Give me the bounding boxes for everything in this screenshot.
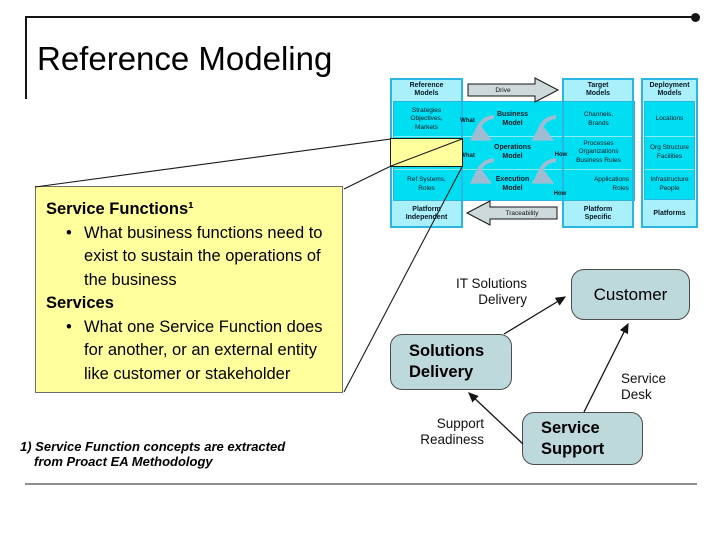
callout-heading-services: Services: [46, 294, 114, 312]
top-rule-line: [25, 16, 695, 18]
operations-model-cell: Operations Model: [494, 144, 531, 160]
row-separator-1: [394, 136, 634, 137]
what-label-1: What: [460, 118, 475, 124]
channels-brands-cell: Channels, Brands: [583, 111, 614, 127]
service-support-box: Service Support: [522, 412, 643, 465]
left-rule-line: [25, 16, 27, 99]
callout-text: What business functions need to: [84, 223, 323, 242]
callout-bullet-line: • What one Service Function does: [46, 316, 336, 340]
traceability-arrow-label: Traceability: [505, 209, 539, 217]
highlighted-cell: [390, 138, 463, 167]
callout-text: for another, or an external entity: [84, 341, 317, 359]
callout-bullet-line: • What business functions need to: [46, 222, 336, 246]
footnote-line-1: 1) Service Function concepts are extract…: [20, 439, 286, 454]
target-column-footer-bg: [562, 200, 634, 228]
service-functions-callout: Service Functions¹ • What business functi…: [35, 186, 343, 393]
customer-box: Customer: [571, 269, 690, 320]
how-label-1: How: [554, 152, 568, 158]
reference-column-header-bg: [390, 78, 463, 102]
callout-text: exist to sustain the operations of: [84, 247, 321, 265]
bullet-icon: •: [66, 223, 72, 242]
business-model-cell: Business Model: [496, 111, 529, 127]
deployment-rows-band: [644, 101, 695, 200]
it-solutions-delivery-label: IT Solutions Delivery: [455, 276, 527, 307]
deployment-row-separator-2: [645, 169, 694, 170]
deployment-column-header-bg: [641, 78, 698, 102]
strategies-cell: Strategies Objectives, Markets: [410, 107, 443, 131]
target-column-header-bg: [562, 78, 634, 102]
infrastructure-cell: Infrastructure People: [650, 176, 689, 192]
service-desk-label: Service Desk: [621, 371, 667, 402]
deployment-column-frame: [641, 78, 698, 228]
applications-roles-cell: Applications Roles: [593, 176, 629, 192]
support-readiness-label: Support Readiness: [420, 416, 484, 447]
bullet-icon: •: [66, 317, 72, 336]
callout-text: like customer or stakeholder: [84, 364, 291, 383]
target-models-header: Target Models: [585, 81, 611, 97]
execution-model-cell: Execution Model: [495, 176, 530, 192]
reference-models-header: Reference Models: [409, 81, 444, 97]
locations-cell: Locations: [655, 115, 684, 123]
platforms-footer: Platforms: [653, 209, 686, 217]
what-label-2: What: [460, 153, 475, 159]
callout-heading-service-functions: Service Functions¹: [46, 200, 194, 218]
org-structure-cell: Org Structure Facilities: [649, 144, 689, 160]
deployment-models-header: Deployment Models: [649, 81, 690, 97]
deployment-column-footer-bg: [641, 200, 698, 228]
deployment-row-separator-1: [645, 136, 694, 137]
how-label-2: How: [553, 191, 567, 197]
row-separator-2: [394, 169, 634, 170]
solutions-delivery-box: Solutions Delivery: [390, 334, 512, 390]
top-rule-end-dot: [691, 13, 700, 22]
platform-independent-footer: Platform Independent: [405, 205, 448, 221]
callout-text: the business: [84, 270, 177, 289]
ref-systems-cell: Ref Systems, Roles: [407, 176, 446, 192]
target-column-frame: [562, 78, 634, 228]
processes-cell: Processes Organizations Business Rules: [576, 140, 621, 164]
callout-text: What one Service Function does: [84, 317, 323, 336]
drive-arrow-label: Drive: [495, 86, 511, 94]
footnote-line-2: from Proact EA Methodology: [34, 454, 213, 469]
page-title: Reference Modeling: [37, 40, 333, 77]
platform-specific-footer: Platform Specific: [583, 205, 613, 221]
footnote: 1) Service Function concepts are extract…: [20, 439, 285, 469]
bottom-rule-line: [25, 483, 697, 485]
